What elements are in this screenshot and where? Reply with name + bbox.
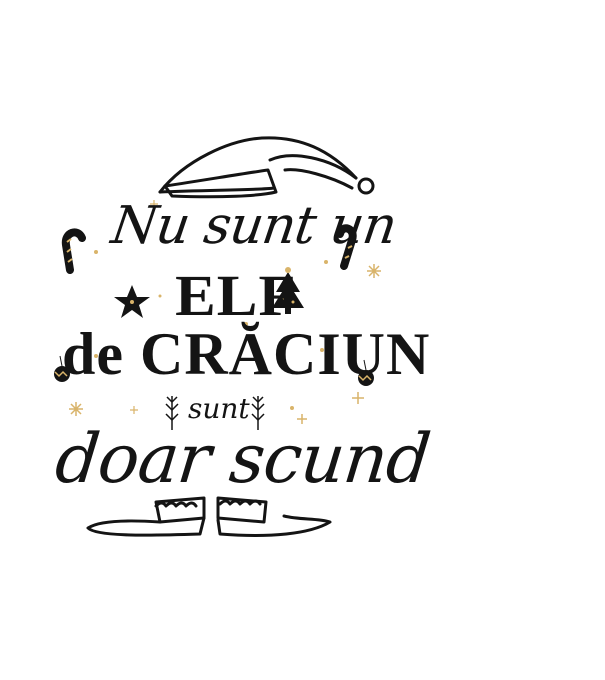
sprig-icon [251, 396, 265, 430]
snowflake-icon [352, 392, 364, 404]
christmas-tree-icon [272, 267, 304, 314]
elf-shoe-icon [86, 496, 206, 537]
quote-line-3: de CRĂCIUN [62, 321, 431, 387]
elf-shoe-icon [216, 496, 332, 537]
bauble-icon [54, 355, 70, 382]
snowflake-icon [150, 200, 158, 208]
quote-line-1: Nu sunt un [107, 196, 400, 256]
candy-cane-icon [61, 228, 86, 274]
star-ornament-icon [114, 285, 150, 318]
snowflake-icon [297, 414, 307, 424]
sparkle-dots [94, 250, 328, 410]
snowflake-icon [367, 264, 381, 278]
snowflake-icon [69, 402, 83, 416]
candy-cane-icon [336, 224, 357, 270]
quote-line-4: sunt [188, 392, 250, 425]
snowflake-icon [130, 406, 138, 414]
sprig-icon [165, 396, 179, 430]
bauble-icon [358, 359, 374, 386]
quote-line-2: ELF [175, 263, 297, 328]
santa-hat-icon [158, 136, 375, 199]
quote-line-5: doar scund [51, 420, 434, 499]
